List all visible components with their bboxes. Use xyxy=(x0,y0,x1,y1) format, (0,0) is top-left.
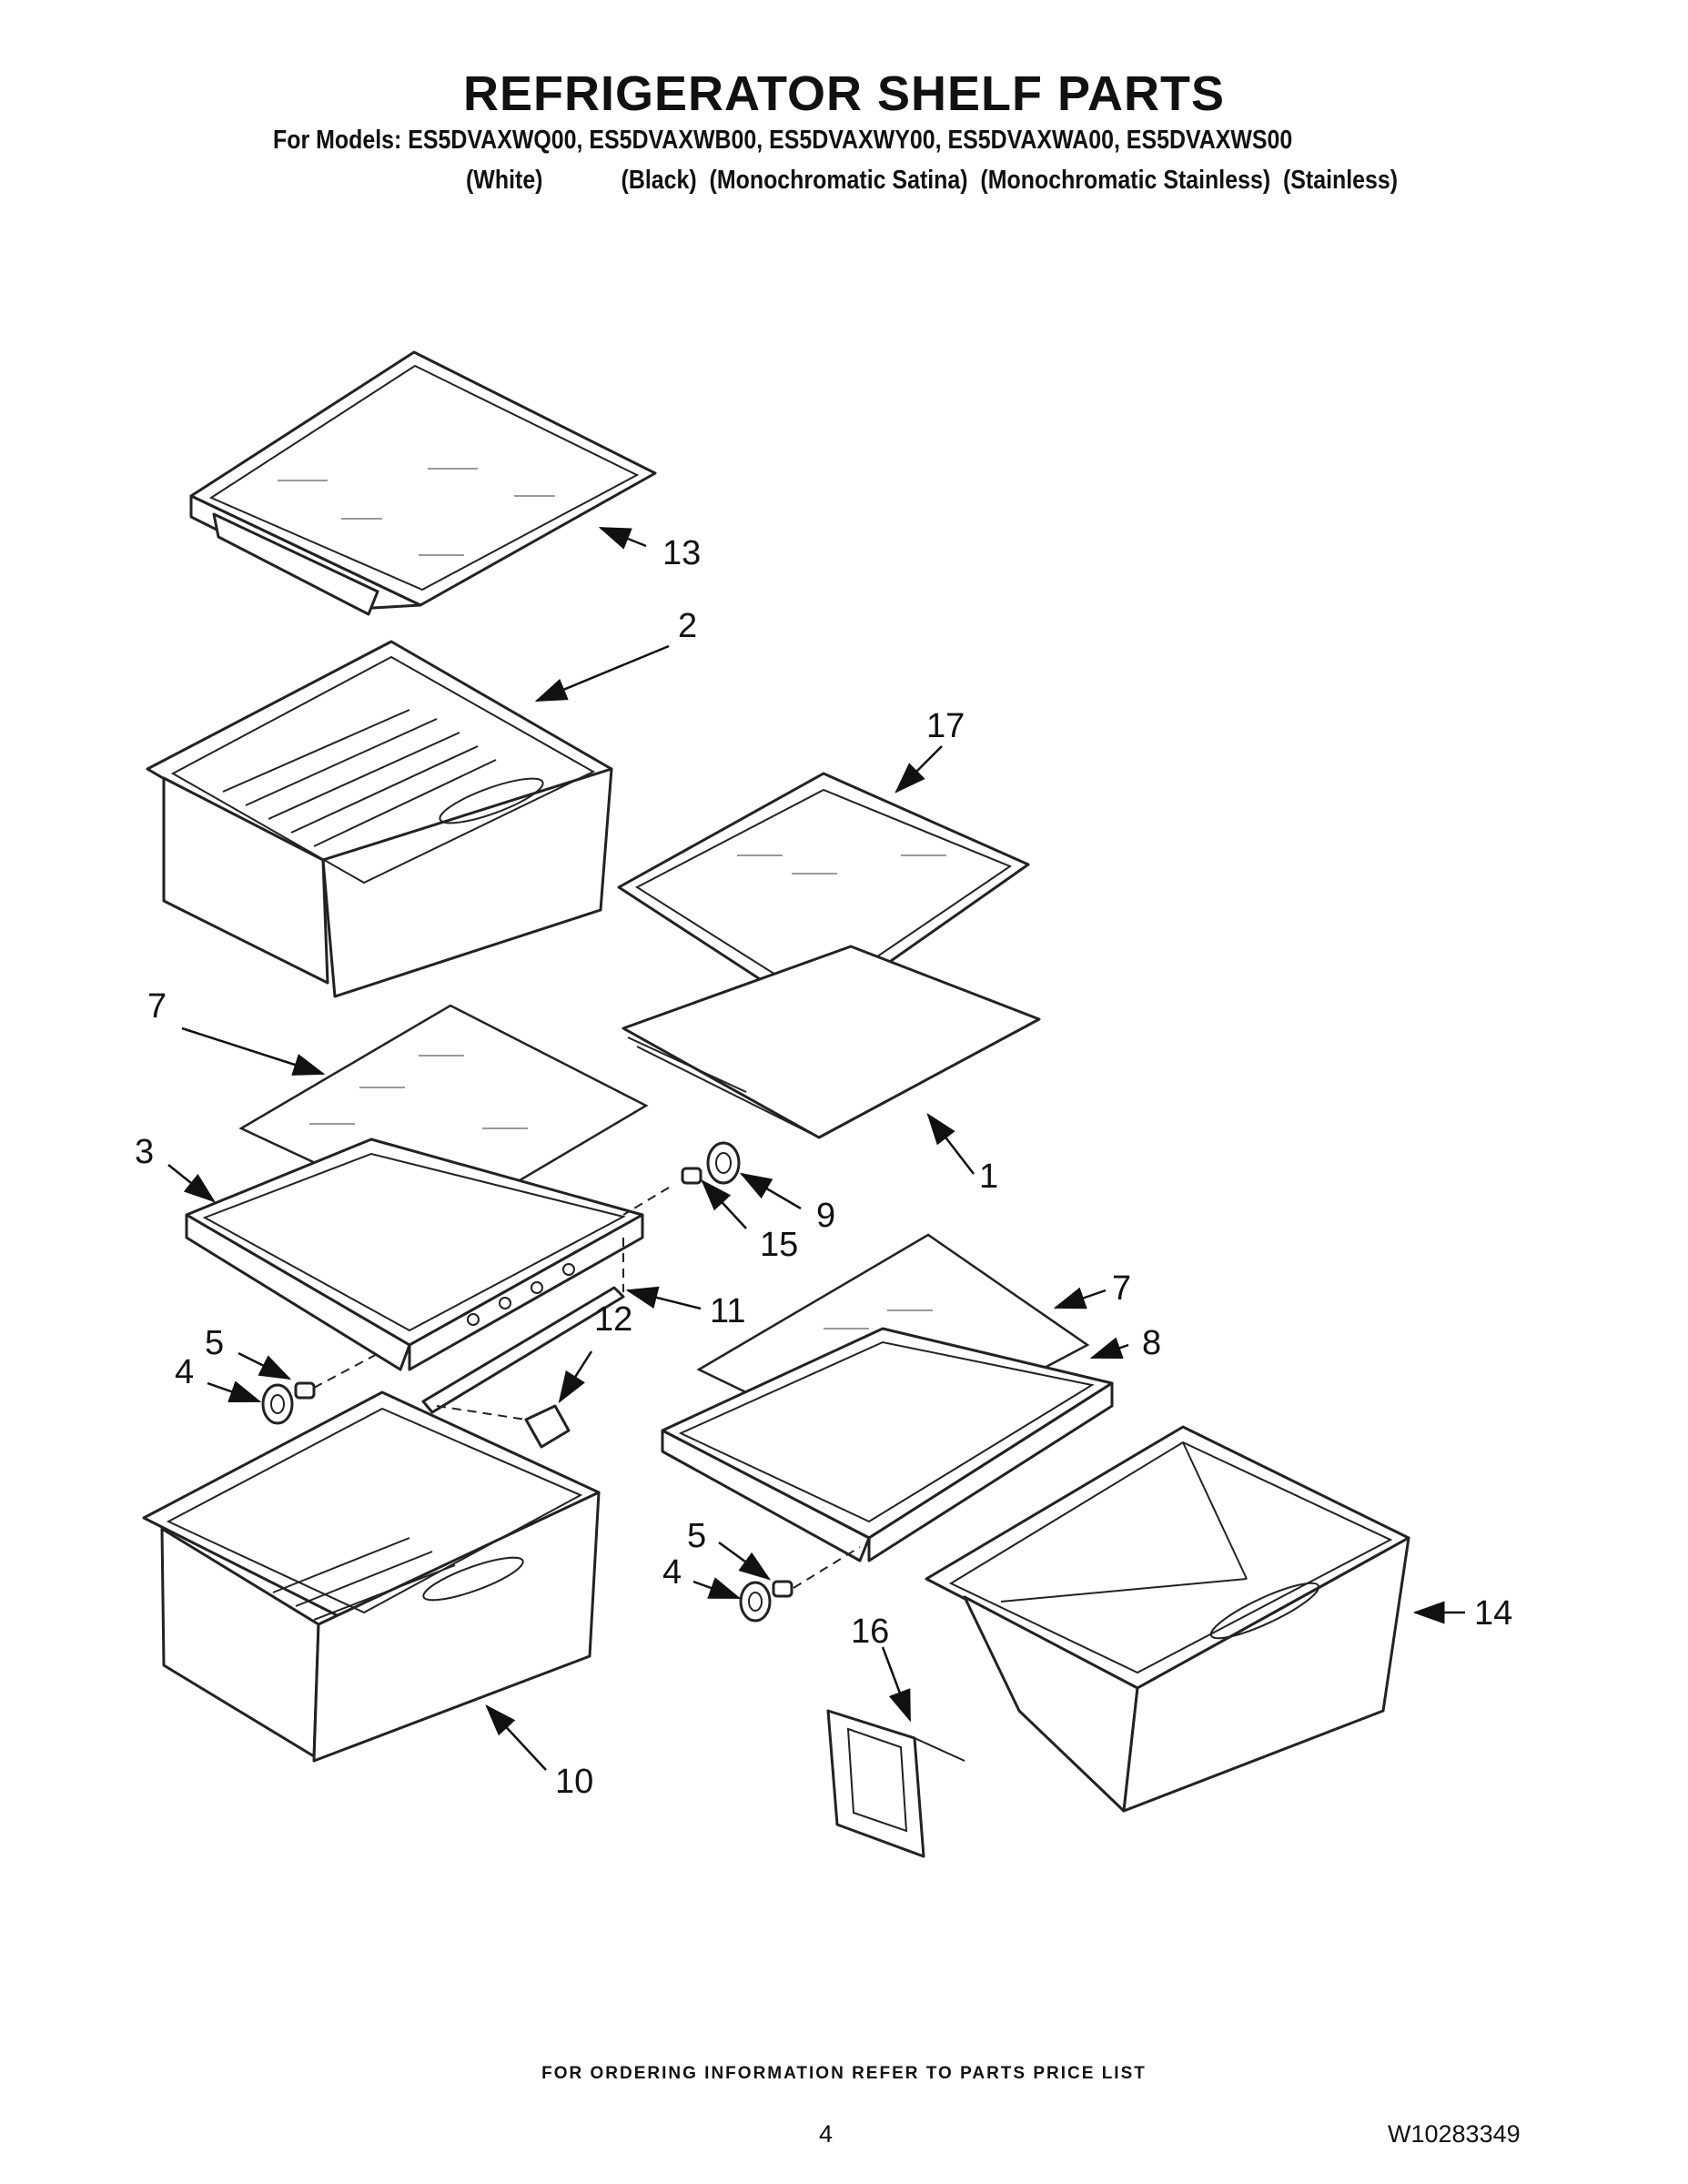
models-line: For Models: ES5DVAXWQ00, ES5DVAXWB00, ES… xyxy=(273,126,1293,155)
part-8-crisper-cover xyxy=(661,1327,1114,1562)
page-number: 4 xyxy=(819,2120,834,2148)
part-11-slide-rail xyxy=(421,1286,625,1414)
model-colors: (White) (Black) (Monochromatic Satina) (… xyxy=(466,166,1398,196)
color-monochromatic-stainless: (Monochromatic Stainless) xyxy=(980,166,1271,195)
callout-7-lower: 7 xyxy=(1112,1269,1131,1308)
callout-4-left: 4 xyxy=(175,1353,194,1391)
color-black: (Black) xyxy=(621,166,697,195)
part-5-axle-right xyxy=(772,1580,793,1598)
part-13-glass-shelf xyxy=(189,350,657,616)
part-15-axle xyxy=(681,1167,702,1185)
callout-16: 16 xyxy=(851,1613,889,1651)
part-2-crisper-drawer xyxy=(146,640,613,998)
part-1-shelf-frame xyxy=(622,945,1041,1139)
part-14-crisper-drawer xyxy=(925,1425,1410,1813)
callout-5-left: 5 xyxy=(205,1324,224,1362)
part-4-wheel-right xyxy=(739,1581,772,1623)
callout-2: 2 xyxy=(678,607,697,645)
part-4-wheel-left xyxy=(261,1383,294,1425)
callout-13: 13 xyxy=(662,534,701,572)
document-number: W10283349 xyxy=(1388,2120,1521,2148)
callout-7-upper: 7 xyxy=(147,987,167,1026)
callout-17: 17 xyxy=(926,707,965,745)
ordering-info-footer: FOR ORDERING INFORMATION REFER TO PARTS … xyxy=(541,2064,1147,2083)
callout-3: 3 xyxy=(135,1133,154,1171)
callout-1: 1 xyxy=(979,1158,998,1196)
color-monochromatic-satina: (Monochromatic Satina) xyxy=(709,166,968,195)
color-white: (White) xyxy=(466,166,543,195)
color-stainless: (Stainless) xyxy=(1282,166,1399,195)
callout-10: 10 xyxy=(555,1763,593,1801)
part-12-clip xyxy=(524,1404,571,1449)
part-5-axle-left xyxy=(294,1381,316,1400)
part-16-label-insert xyxy=(826,1709,965,1858)
callout-15: 15 xyxy=(760,1226,798,1264)
callout-8: 8 xyxy=(1142,1324,1161,1362)
part-9-roller xyxy=(706,1141,741,1185)
callout-5-right: 5 xyxy=(687,1517,706,1555)
callout-9: 9 xyxy=(816,1197,835,1235)
page-title: REFRIGERATOR SHELF PARTS xyxy=(462,66,1226,121)
part-3-crisper-cover xyxy=(185,1138,644,1371)
callout-14: 14 xyxy=(1474,1594,1512,1633)
callout-11: 11 xyxy=(710,1292,745,1330)
callout-12: 12 xyxy=(594,1300,632,1339)
part-10-crisper-drawer xyxy=(142,1390,601,1763)
callout-4-right: 4 xyxy=(662,1553,682,1592)
